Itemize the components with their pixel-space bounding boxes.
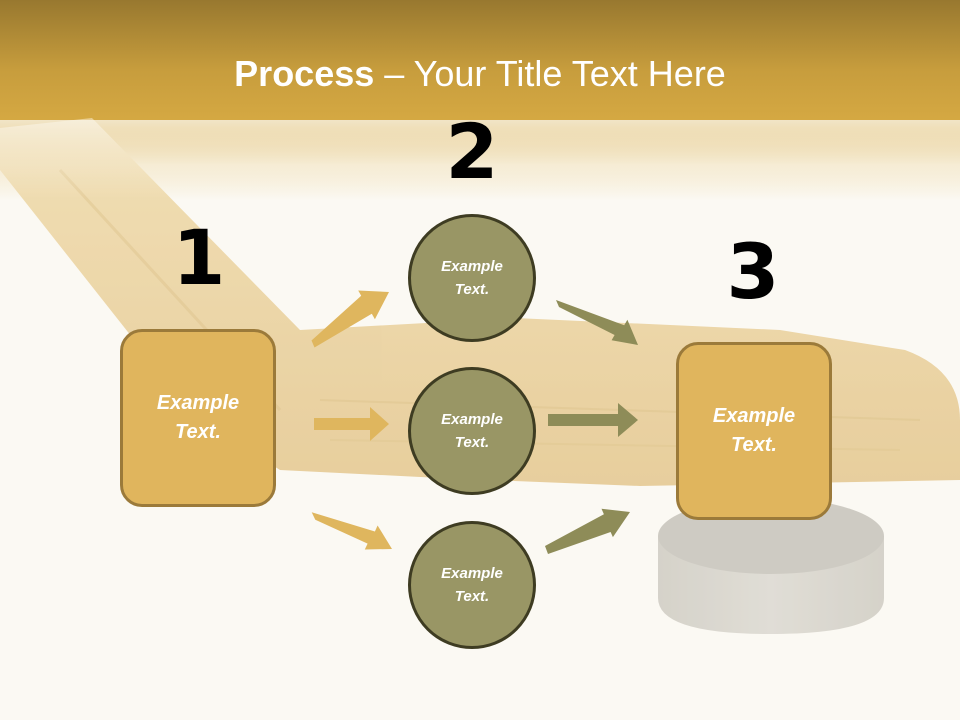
step-3-box: Example Text.	[676, 342, 832, 520]
step-2-number: 2	[445, 107, 499, 196]
arrow-up-right-2	[545, 508, 630, 554]
step-2-circle-2-text: Example Text.	[441, 411, 503, 451]
step-2-circle-3-text: Example Text.	[441, 565, 503, 605]
step-2-circle-1: Example Text.	[408, 214, 536, 342]
arrow-down-right-2	[556, 300, 638, 345]
arrow-up-right-1	[311, 290, 389, 348]
title-bold-part: Process	[234, 53, 375, 94]
title-separator: –	[374, 53, 414, 94]
arrow-down-right-1	[311, 512, 392, 550]
step-1-box: Example Text.	[120, 329, 276, 507]
step-2-circle-3: Example Text.	[408, 521, 536, 649]
step-2-circle-2: Example Text.	[408, 367, 536, 495]
step-1-text: Example Text.	[156, 392, 240, 443]
step-1-number: 1	[172, 213, 226, 302]
step-2-circle-1-text: Example Text.	[441, 258, 503, 298]
arrow-right-2	[548, 403, 638, 437]
slide-title: Process – Your Title Text Here	[0, 52, 960, 96]
title-rest: Your Title Text Here	[413, 53, 726, 94]
arrow-right-1	[314, 407, 389, 441]
step-3-number: 3	[726, 227, 780, 316]
step-3-text: Example Text.	[712, 405, 796, 456]
